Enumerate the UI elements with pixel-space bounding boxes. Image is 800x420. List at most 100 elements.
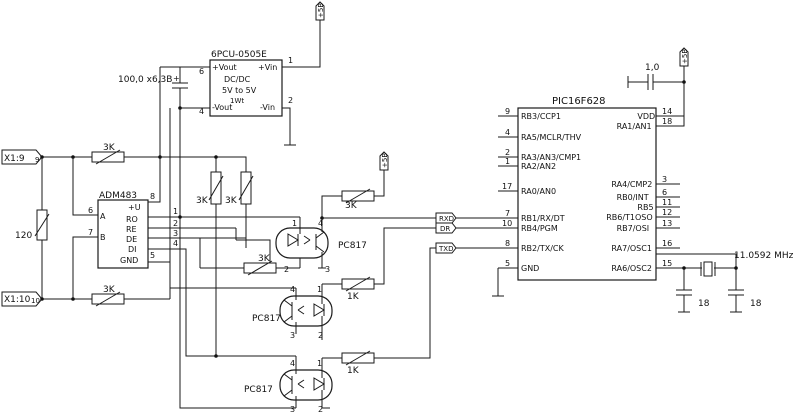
dcdc-pin-vin-n: -Vin bbox=[260, 103, 275, 112]
power-flag-opto: +5В bbox=[379, 151, 389, 171]
pic-left-pin-num: 4 bbox=[505, 128, 510, 137]
power-flag-top: +5В bbox=[315, 1, 325, 21]
adm-num-b: 7 bbox=[88, 228, 93, 237]
opto-2-pin-3: 3 bbox=[290, 331, 295, 340]
resistor-3k-opto-label: 3K bbox=[345, 201, 358, 211]
adm-pin-di: DI bbox=[128, 245, 137, 254]
dcdc-pin-6: 6 bbox=[199, 67, 204, 76]
resistor-120: 120 bbox=[15, 209, 50, 241]
resistor-120-label: 120 bbox=[15, 231, 32, 241]
pic-left-pin-num: 2 bbox=[505, 148, 510, 157]
resistor-3k-bottom: 3K bbox=[91, 285, 125, 307]
crystal-label: 11.0592 MHz bbox=[734, 251, 794, 261]
pic-right-pin-name: RA7/OSC1 bbox=[611, 244, 652, 253]
pic16f628-microcontroller: PIC16F628 9RB3/CCP14RA5/MCLR/THV2RA3/AN3… bbox=[498, 96, 680, 281]
dcdc-name: 6PCU-0505E bbox=[211, 50, 267, 60]
resistor-3k-vertical-2: 3K bbox=[225, 171, 254, 206]
resistor-3k-top-label: 3K bbox=[103, 143, 116, 153]
opto-1-pin-1: 1 bbox=[292, 219, 297, 228]
pic-left-pin-name: RA3/AN3/CMP1 bbox=[521, 153, 581, 162]
pic-left-pin-name: RB4/PGM bbox=[521, 224, 558, 233]
pic-right-pin-name: RB7/OSI bbox=[617, 224, 650, 233]
pic-left-pin-num: 1 bbox=[505, 157, 510, 166]
pic-left-pin-num: 10 bbox=[502, 219, 512, 228]
bulk-cap-plus: + bbox=[173, 74, 180, 83]
power-flag-pic: +5В bbox=[679, 47, 689, 67]
pic-left-pin-num: 9 bbox=[505, 107, 510, 116]
pic-right-pin-name: RA4/CMP2 bbox=[611, 180, 652, 189]
resistor-3k-vertical-1: 3K bbox=[196, 171, 224, 206]
pic-left-pin-num: 7 bbox=[505, 209, 510, 218]
adm-pin-b: B bbox=[100, 233, 106, 242]
connector-x1-10-sub: 10 bbox=[31, 297, 40, 305]
adm483-transceiver: ADM483 A B +U RO RE DE DI GND 6 7 8 1 2 … bbox=[88, 191, 178, 269]
opto-1-pin-4: 4 bbox=[318, 219, 323, 228]
osc-capacitor-1: 18 bbox=[676, 289, 710, 313]
decoupling-capacitor: 1,0 bbox=[627, 63, 684, 90]
opto-2-pin-1: 1 bbox=[317, 285, 322, 294]
pic-right-pin-num: 16 bbox=[662, 239, 672, 248]
adm-num-u: 8 bbox=[150, 192, 155, 201]
crystal-oscillator: 11.0592 MHz bbox=[700, 251, 794, 277]
connector-x1-9[interactable]: X1:9 9 bbox=[1, 149, 43, 165]
opto-2-label: PC817 bbox=[252, 314, 281, 324]
pic-left-pin-num: 8 bbox=[505, 239, 510, 248]
pic-right-pin-num: 6 bbox=[662, 188, 667, 197]
resistor-3k-bottom-label: 3K bbox=[103, 285, 116, 295]
decoupling-cap-label: 1,0 bbox=[645, 63, 660, 73]
opto-1-label: PC817 bbox=[338, 241, 367, 251]
connector-x1-10-label: X1:10 bbox=[4, 295, 31, 305]
opto-1-pin-2: 2 bbox=[284, 265, 289, 274]
resistor-1k-b-label: 1K bbox=[347, 366, 360, 376]
power-label-pic: +5В bbox=[681, 49, 689, 64]
dcdc-pin-4: 4 bbox=[199, 107, 204, 116]
resistor-3k-v1-label: 3K bbox=[196, 196, 209, 206]
pic-left-pin-name: RB3/CCP1 bbox=[521, 112, 561, 121]
adm-num-re: 2 bbox=[173, 219, 178, 228]
net-label-rxd: RXD bbox=[435, 212, 457, 224]
pic-right-pin-num: 11 bbox=[662, 198, 672, 207]
dcdc-pin-vout-p: +Vout bbox=[212, 63, 237, 72]
pic-right-pin-num: 3 bbox=[662, 175, 667, 184]
dcdc-label-2: 5V to 5V bbox=[222, 86, 257, 95]
resistor-3k-mid-label: 3K bbox=[258, 254, 271, 264]
dcdc-converter: 6PCU-0505E +Vout +Vin DC/DC 5V to 5V 1Wt… bbox=[199, 50, 293, 117]
dcdc-label-1: DC/DC bbox=[224, 75, 251, 84]
net-dr: DR bbox=[440, 225, 450, 233]
resistor-3k-mid: 3K bbox=[243, 254, 277, 276]
resistor-3k-top: 3K bbox=[91, 143, 125, 165]
osc-capacitor-2: 18 bbox=[728, 289, 762, 313]
connector-x1-10[interactable]: X1:10 10 bbox=[1, 291, 43, 307]
adm-pin-u: +U bbox=[128, 203, 141, 212]
pic-left-pin-name: RB2/TX/CK bbox=[521, 244, 564, 253]
pic-right-pin-name: RB6/T1OSO bbox=[606, 213, 652, 222]
pic-left-pin-name: RB1/RX/DT bbox=[521, 214, 565, 223]
optocoupler-1: PC817 1 2 3 4 bbox=[275, 219, 367, 274]
dcdc-pin-1: 1 bbox=[288, 56, 293, 65]
pic-right-pin-name: RB0/INT bbox=[617, 193, 649, 202]
connector-x1-9-label: X1:9 bbox=[4, 154, 25, 164]
bulk-cap-label: 100,0 x6,3B bbox=[118, 75, 172, 85]
pic-right-pin-num: 14 bbox=[662, 107, 672, 116]
pic-right-pin-name: RB5 bbox=[637, 203, 653, 212]
resistor-1k-a: 1K bbox=[341, 276, 375, 302]
opto-3-pin-3: 3 bbox=[290, 405, 295, 414]
adm-num-gnd: 5 bbox=[150, 251, 155, 260]
resistor-1k-b: 1K bbox=[341, 350, 375, 376]
net-txd: TXD bbox=[438, 245, 453, 253]
power-label-top: +5В bbox=[317, 3, 325, 18]
osc-cap-1-label: 18 bbox=[698, 299, 710, 309]
pic-left-pin-name: RA2/AN2 bbox=[521, 162, 556, 171]
adm-num-de: 3 bbox=[173, 229, 178, 238]
pic-left-pin-name: RA5/MCLR/THV bbox=[521, 133, 582, 142]
resistor-3k-opto: 3K bbox=[341, 188, 375, 211]
pic-right-pin-num: 13 bbox=[662, 219, 672, 228]
pic-left-pin-name: GND bbox=[521, 264, 539, 273]
opto-3-pin-4: 4 bbox=[290, 359, 295, 368]
optocoupler-2: PC817 4 1 3 2 bbox=[252, 285, 333, 340]
optocoupler-3: PC817 4 1 3 2 bbox=[244, 359, 333, 414]
adm-pin-gnd: GND bbox=[120, 256, 138, 265]
